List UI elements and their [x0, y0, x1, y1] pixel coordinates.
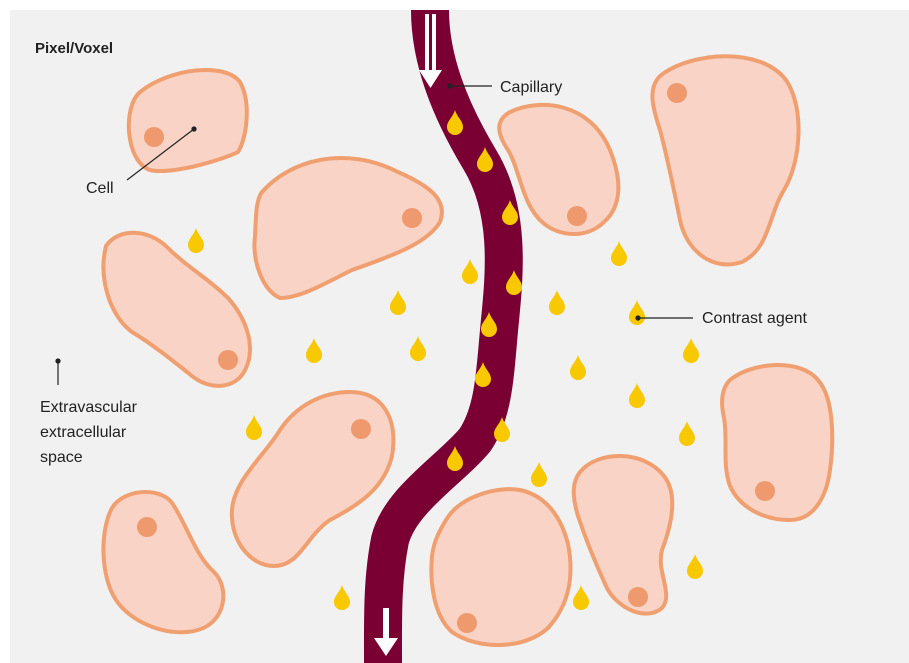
contrast-agent-leader-dot — [635, 315, 640, 320]
cell-nucleus — [628, 587, 648, 607]
extravascular-label-line: extracellular — [40, 420, 137, 445]
extravascular-leader-dot — [55, 358, 60, 363]
cell-nucleus — [137, 517, 157, 537]
diagram-title: Pixel/Voxel — [35, 38, 113, 59]
cell-nucleus — [667, 83, 687, 103]
cell-nucleus — [218, 350, 238, 370]
cell-leader-dot — [191, 126, 196, 131]
extravascular-label-line: Extravascular — [40, 395, 137, 420]
capillary-label: Capillary — [500, 77, 562, 98]
cell-nucleus — [402, 208, 422, 228]
cell-label: Cell — [86, 178, 114, 199]
cell — [129, 70, 247, 171]
extravascular-space-label: Extravascular extracellular space — [40, 395, 137, 470]
cell-nucleus — [755, 481, 775, 501]
capillary-leader-dot — [447, 83, 452, 88]
cell-nucleus — [144, 127, 164, 147]
contrast-agent-label: Contrast agent — [702, 308, 807, 329]
cell — [722, 365, 832, 520]
cell — [431, 489, 570, 645]
extravascular-label-line: space — [40, 445, 137, 470]
cell-nucleus — [457, 613, 477, 633]
cell-nucleus — [351, 419, 371, 439]
cell-nucleus — [567, 206, 587, 226]
